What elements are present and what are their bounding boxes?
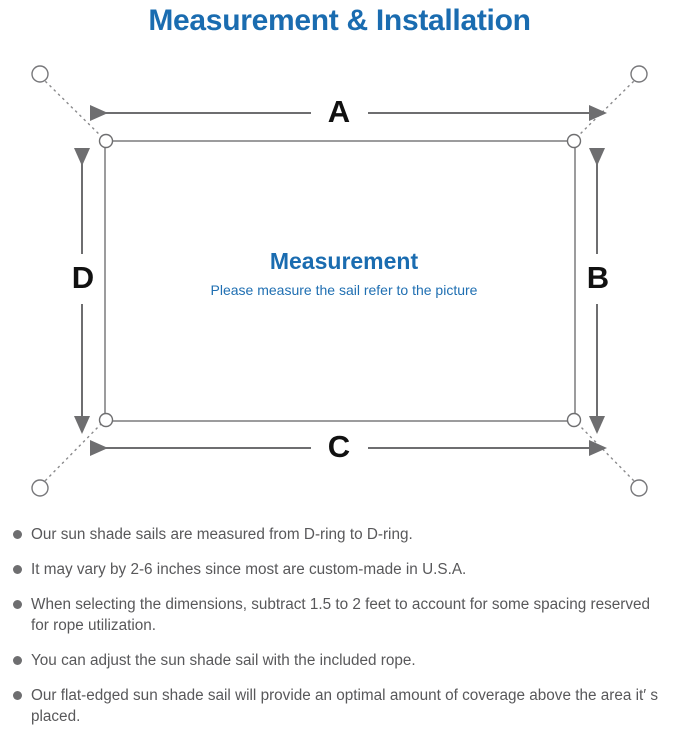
bullet-icon bbox=[13, 600, 22, 609]
note-text: It may vary by 2-6 inches since most are… bbox=[31, 561, 467, 578]
sail-label: Measurement bbox=[270, 248, 419, 274]
anchor-bottom-right-icon bbox=[630, 479, 648, 497]
anchor-points bbox=[31, 65, 648, 497]
dimension-c: C bbox=[90, 429, 607, 464]
rope-top-right bbox=[573, 76, 639, 141]
list-item: You can adjust the sun shade sail with t… bbox=[0, 650, 679, 671]
dimension-a-label: A bbox=[328, 94, 350, 129]
bullet-icon bbox=[13, 656, 22, 665]
list-item: It may vary by 2-6 inches since most are… bbox=[0, 559, 679, 580]
d-rings bbox=[98, 133, 582, 428]
bullet-icon bbox=[13, 691, 22, 700]
list-item: Our flat-edged sun shade sail will provi… bbox=[0, 685, 679, 727]
dimension-d-label: D bbox=[72, 260, 94, 295]
anchor-top-left-icon bbox=[31, 65, 49, 83]
anchor-top-right-icon bbox=[630, 65, 648, 83]
dimension-d: D bbox=[72, 148, 94, 434]
rope-top-left bbox=[40, 76, 106, 141]
d-ring-top-right-icon bbox=[566, 133, 582, 149]
dimension-b-label: B bbox=[587, 260, 609, 295]
bullet-icon bbox=[13, 530, 22, 539]
dimension-b: B bbox=[587, 148, 609, 434]
dimension-c-label: C bbox=[328, 429, 350, 464]
list-item: Our sun shade sails are measured from D-… bbox=[0, 524, 679, 545]
sail-sublabel: Please measure the sail refer to the pic… bbox=[211, 282, 478, 298]
list-item: When selecting the dimensions, subtract … bbox=[0, 594, 679, 636]
dimension-a: A bbox=[90, 94, 607, 129]
d-ring-top-left-icon bbox=[98, 133, 114, 149]
rope-bottom-left bbox=[40, 419, 106, 486]
d-ring-bottom-left-icon bbox=[98, 412, 114, 428]
page-title: Measurement & Installation bbox=[148, 4, 531, 37]
sail-body bbox=[104, 140, 576, 422]
note-text: Our sun shade sails are measured from D-… bbox=[31, 526, 413, 543]
notes-list: Our sun shade sails are measured from D-… bbox=[0, 524, 679, 727]
note-text: Our flat-edged sun shade sail will provi… bbox=[31, 687, 659, 725]
note-text: You can adjust the sun shade sail with t… bbox=[31, 652, 416, 669]
rope-bottom-right bbox=[573, 419, 639, 486]
bullet-icon bbox=[13, 565, 22, 574]
measurement-diagram: A C D B Measurement Please measure the s… bbox=[0, 46, 679, 516]
anchor-bottom-left-icon bbox=[31, 479, 49, 497]
d-ring-bottom-right-icon bbox=[566, 412, 582, 428]
note-text: When selecting the dimensions, subtract … bbox=[31, 596, 651, 634]
